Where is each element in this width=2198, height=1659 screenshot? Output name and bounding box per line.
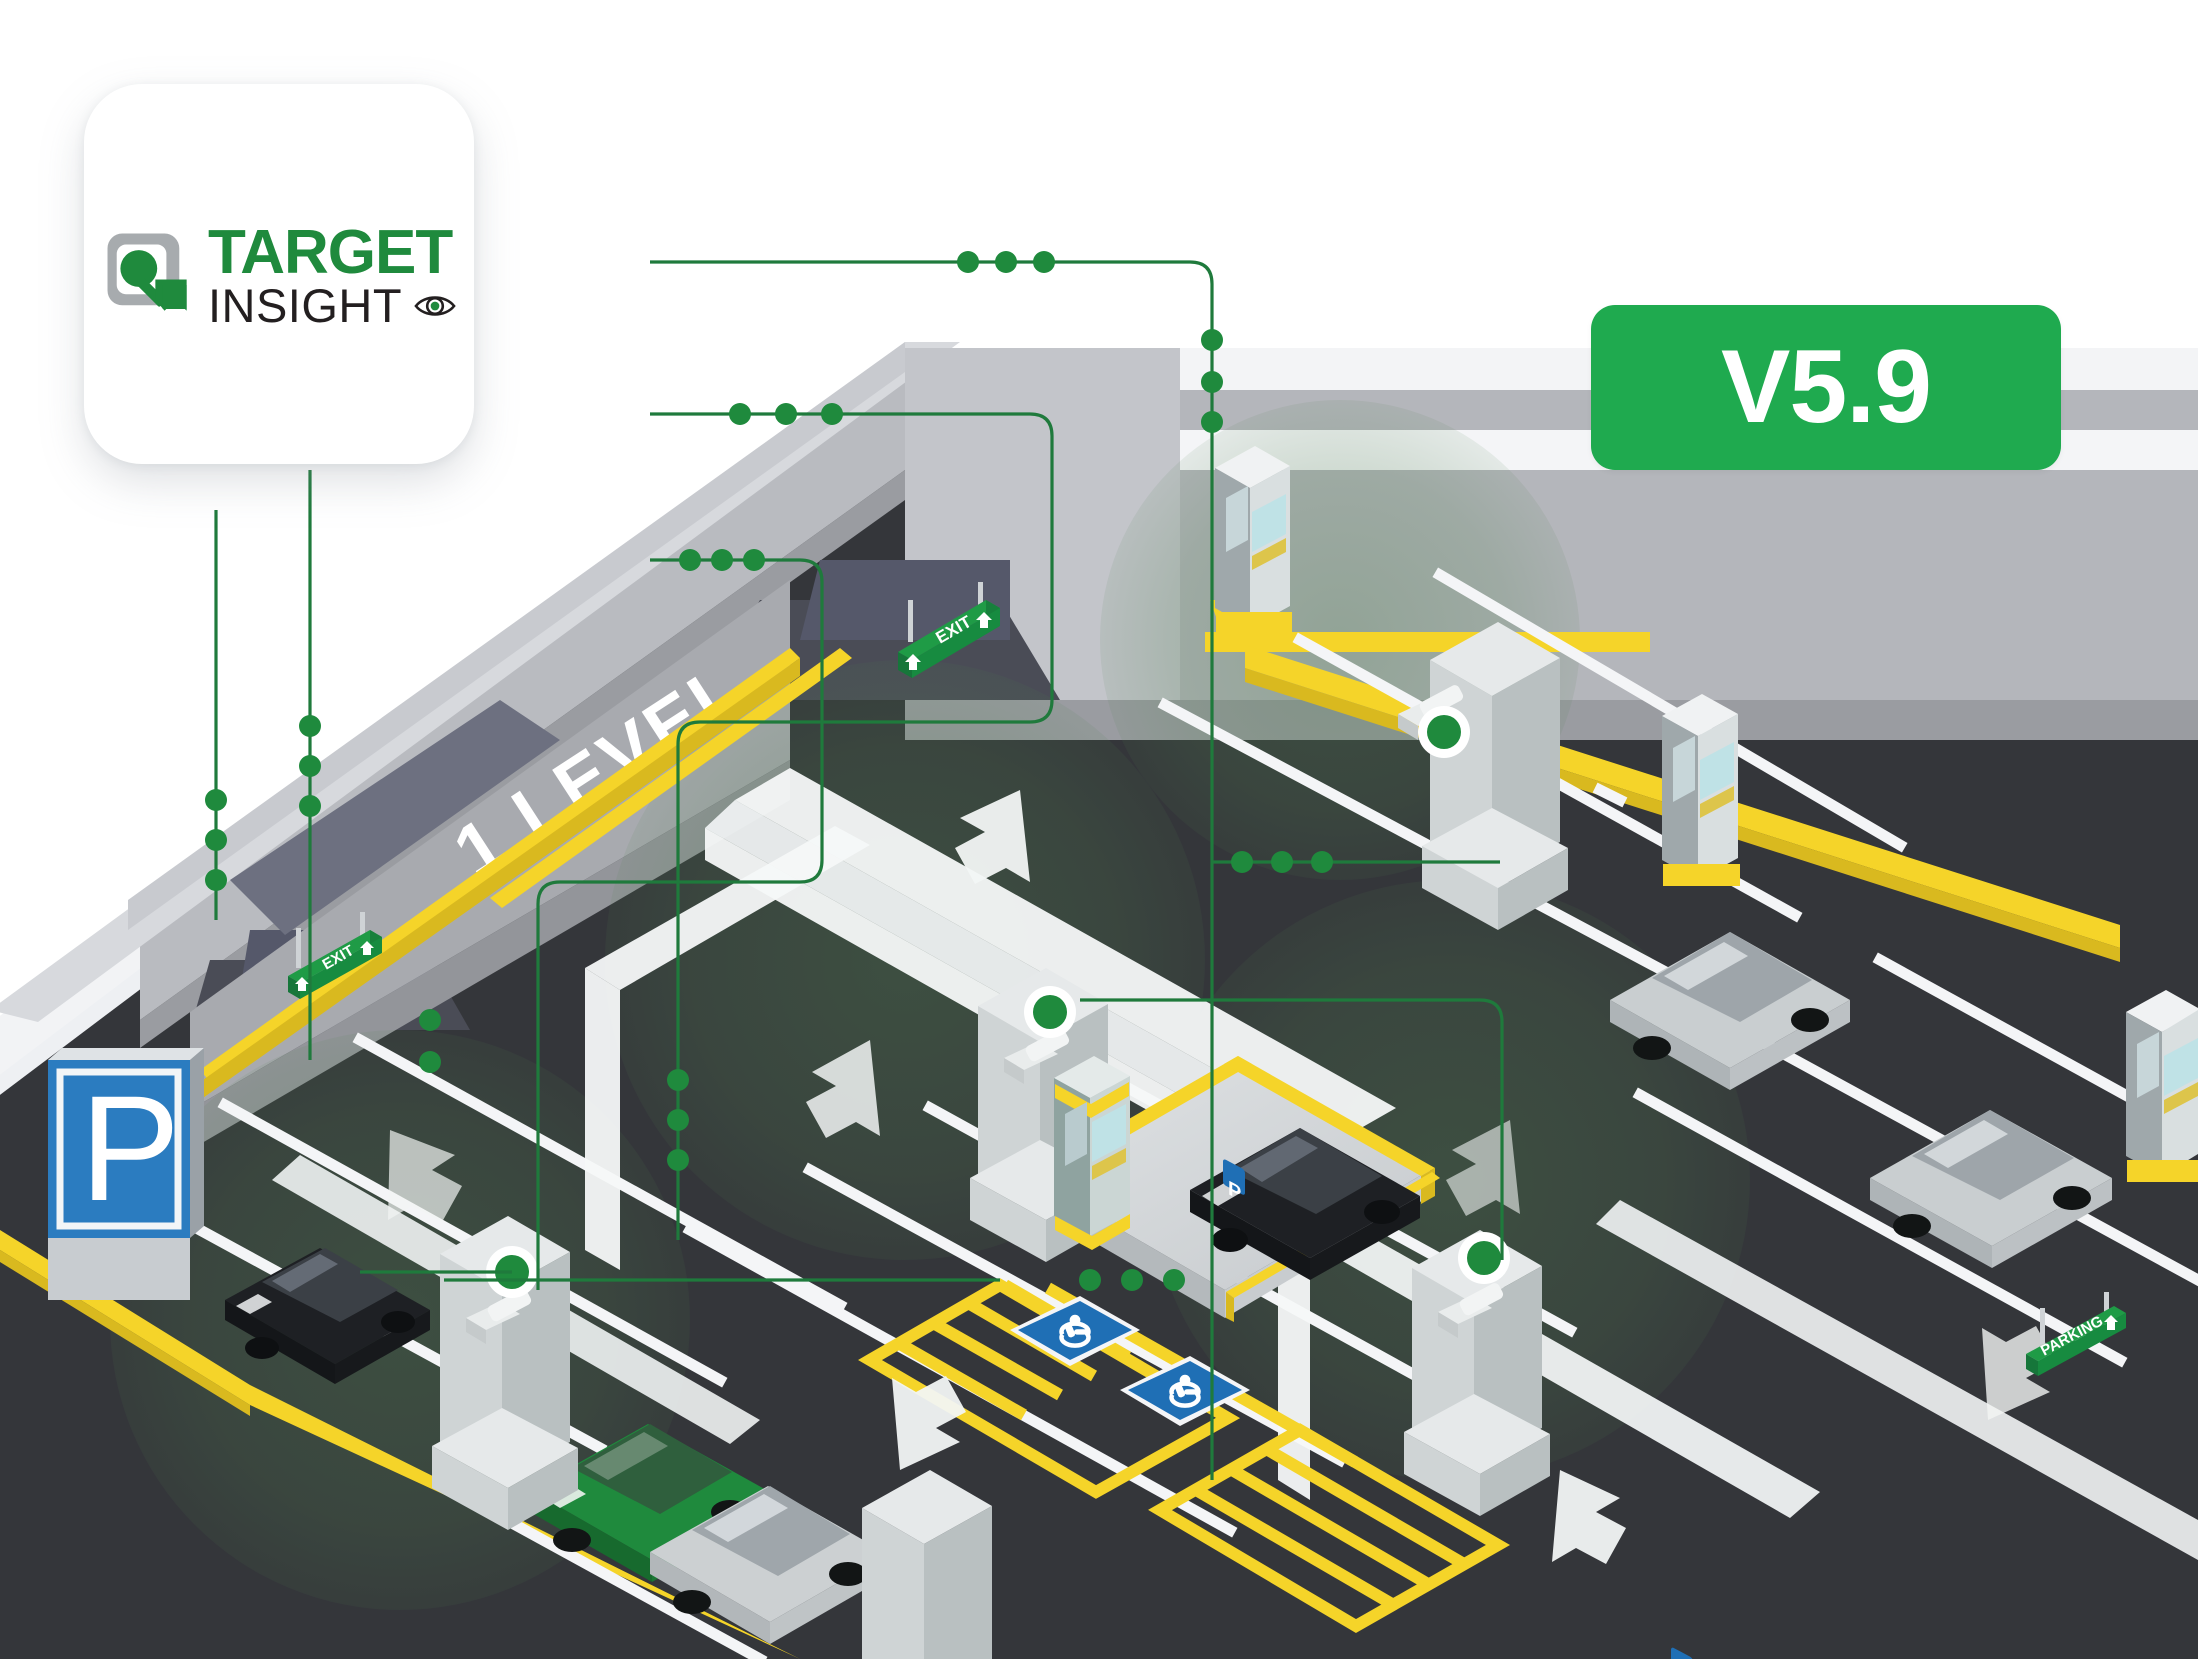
pay-kiosk-right-upper: P	[1662, 694, 1740, 1659]
pillar-center-right	[1404, 1230, 1550, 1516]
floor-arrow-6	[1552, 1470, 1626, 1564]
pay-kiosk-right-lower: P	[2126, 990, 2198, 1182]
eye-icon	[414, 296, 456, 317]
accessible-spot-1	[1010, 1296, 1140, 1366]
car-silver-right-upper	[1610, 932, 1850, 1090]
pay-kiosk-center: P	[1054, 1056, 1130, 1250]
connector-network	[214, 260, 1504, 1480]
pay-kiosk-top: P	[1215, 446, 1292, 1206]
pillar-top	[1422, 622, 1568, 930]
exit-sign-upper: EXIT	[898, 582, 1000, 678]
car-silver-left	[650, 1486, 888, 1644]
floor-arrow-1	[955, 790, 1030, 884]
brand-logo-card: TARGET INSIGHT	[84, 84, 474, 464]
car-black-center	[1190, 1128, 1420, 1280]
version-badge: V5.9	[1591, 305, 2061, 470]
parking-board-left: P	[48, 1048, 204, 1300]
floor-arrow-2	[806, 1040, 880, 1138]
camera-center-right	[1438, 1232, 1510, 1338]
parking-board-p: P	[80, 1064, 180, 1232]
floor-arrow-3	[388, 1130, 462, 1222]
floor-arrow-4	[892, 1376, 966, 1470]
logo-primary-word: TARGET	[207, 217, 453, 287]
car-black-left	[225, 1248, 430, 1384]
logo-secondary-word: INSIGHT	[207, 279, 403, 333]
version-label: V5.9	[1721, 329, 1932, 445]
svg-text:P: P	[1228, 1176, 1241, 1206]
car-silver-right-lower	[1870, 1110, 2112, 1268]
garage-wall-left	[0, 342, 960, 1075]
target-magnifier-icon	[107, 233, 187, 311]
camera-top	[1398, 685, 1470, 758]
connector-dots	[205, 251, 1333, 1291]
pillar-bottom	[862, 1470, 992, 1659]
camera-center	[1004, 986, 1076, 1084]
